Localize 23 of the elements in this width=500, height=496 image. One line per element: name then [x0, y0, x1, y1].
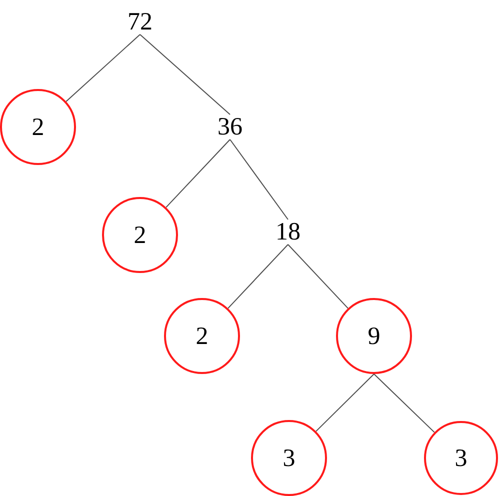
branch-line — [374, 374, 435, 433]
number-label: 36 — [218, 114, 242, 140]
branch-line — [166, 139, 230, 208]
number-label: 2 — [134, 222, 146, 248]
branch-line — [140, 34, 230, 115]
factor-circle — [424, 421, 498, 495]
factor-circle — [102, 197, 178, 273]
number-label: 2 — [32, 114, 44, 140]
factor-circle — [336, 298, 412, 374]
branch-line — [288, 244, 348, 309]
number-label: 18 — [276, 220, 300, 244]
factor-circle — [164, 298, 240, 374]
number-label: 9 — [368, 324, 380, 348]
number-label: 3 — [454, 446, 468, 470]
number-label: 2 — [196, 324, 208, 348]
number-label: 72 — [128, 10, 152, 34]
branch-line — [228, 244, 288, 309]
branch-line — [230, 139, 288, 220]
number-label: 3 — [282, 446, 296, 470]
branch-line — [316, 374, 374, 432]
factor-circle — [251, 420, 327, 496]
factor-circle — [0, 89, 76, 165]
branch-line — [66, 34, 140, 102]
